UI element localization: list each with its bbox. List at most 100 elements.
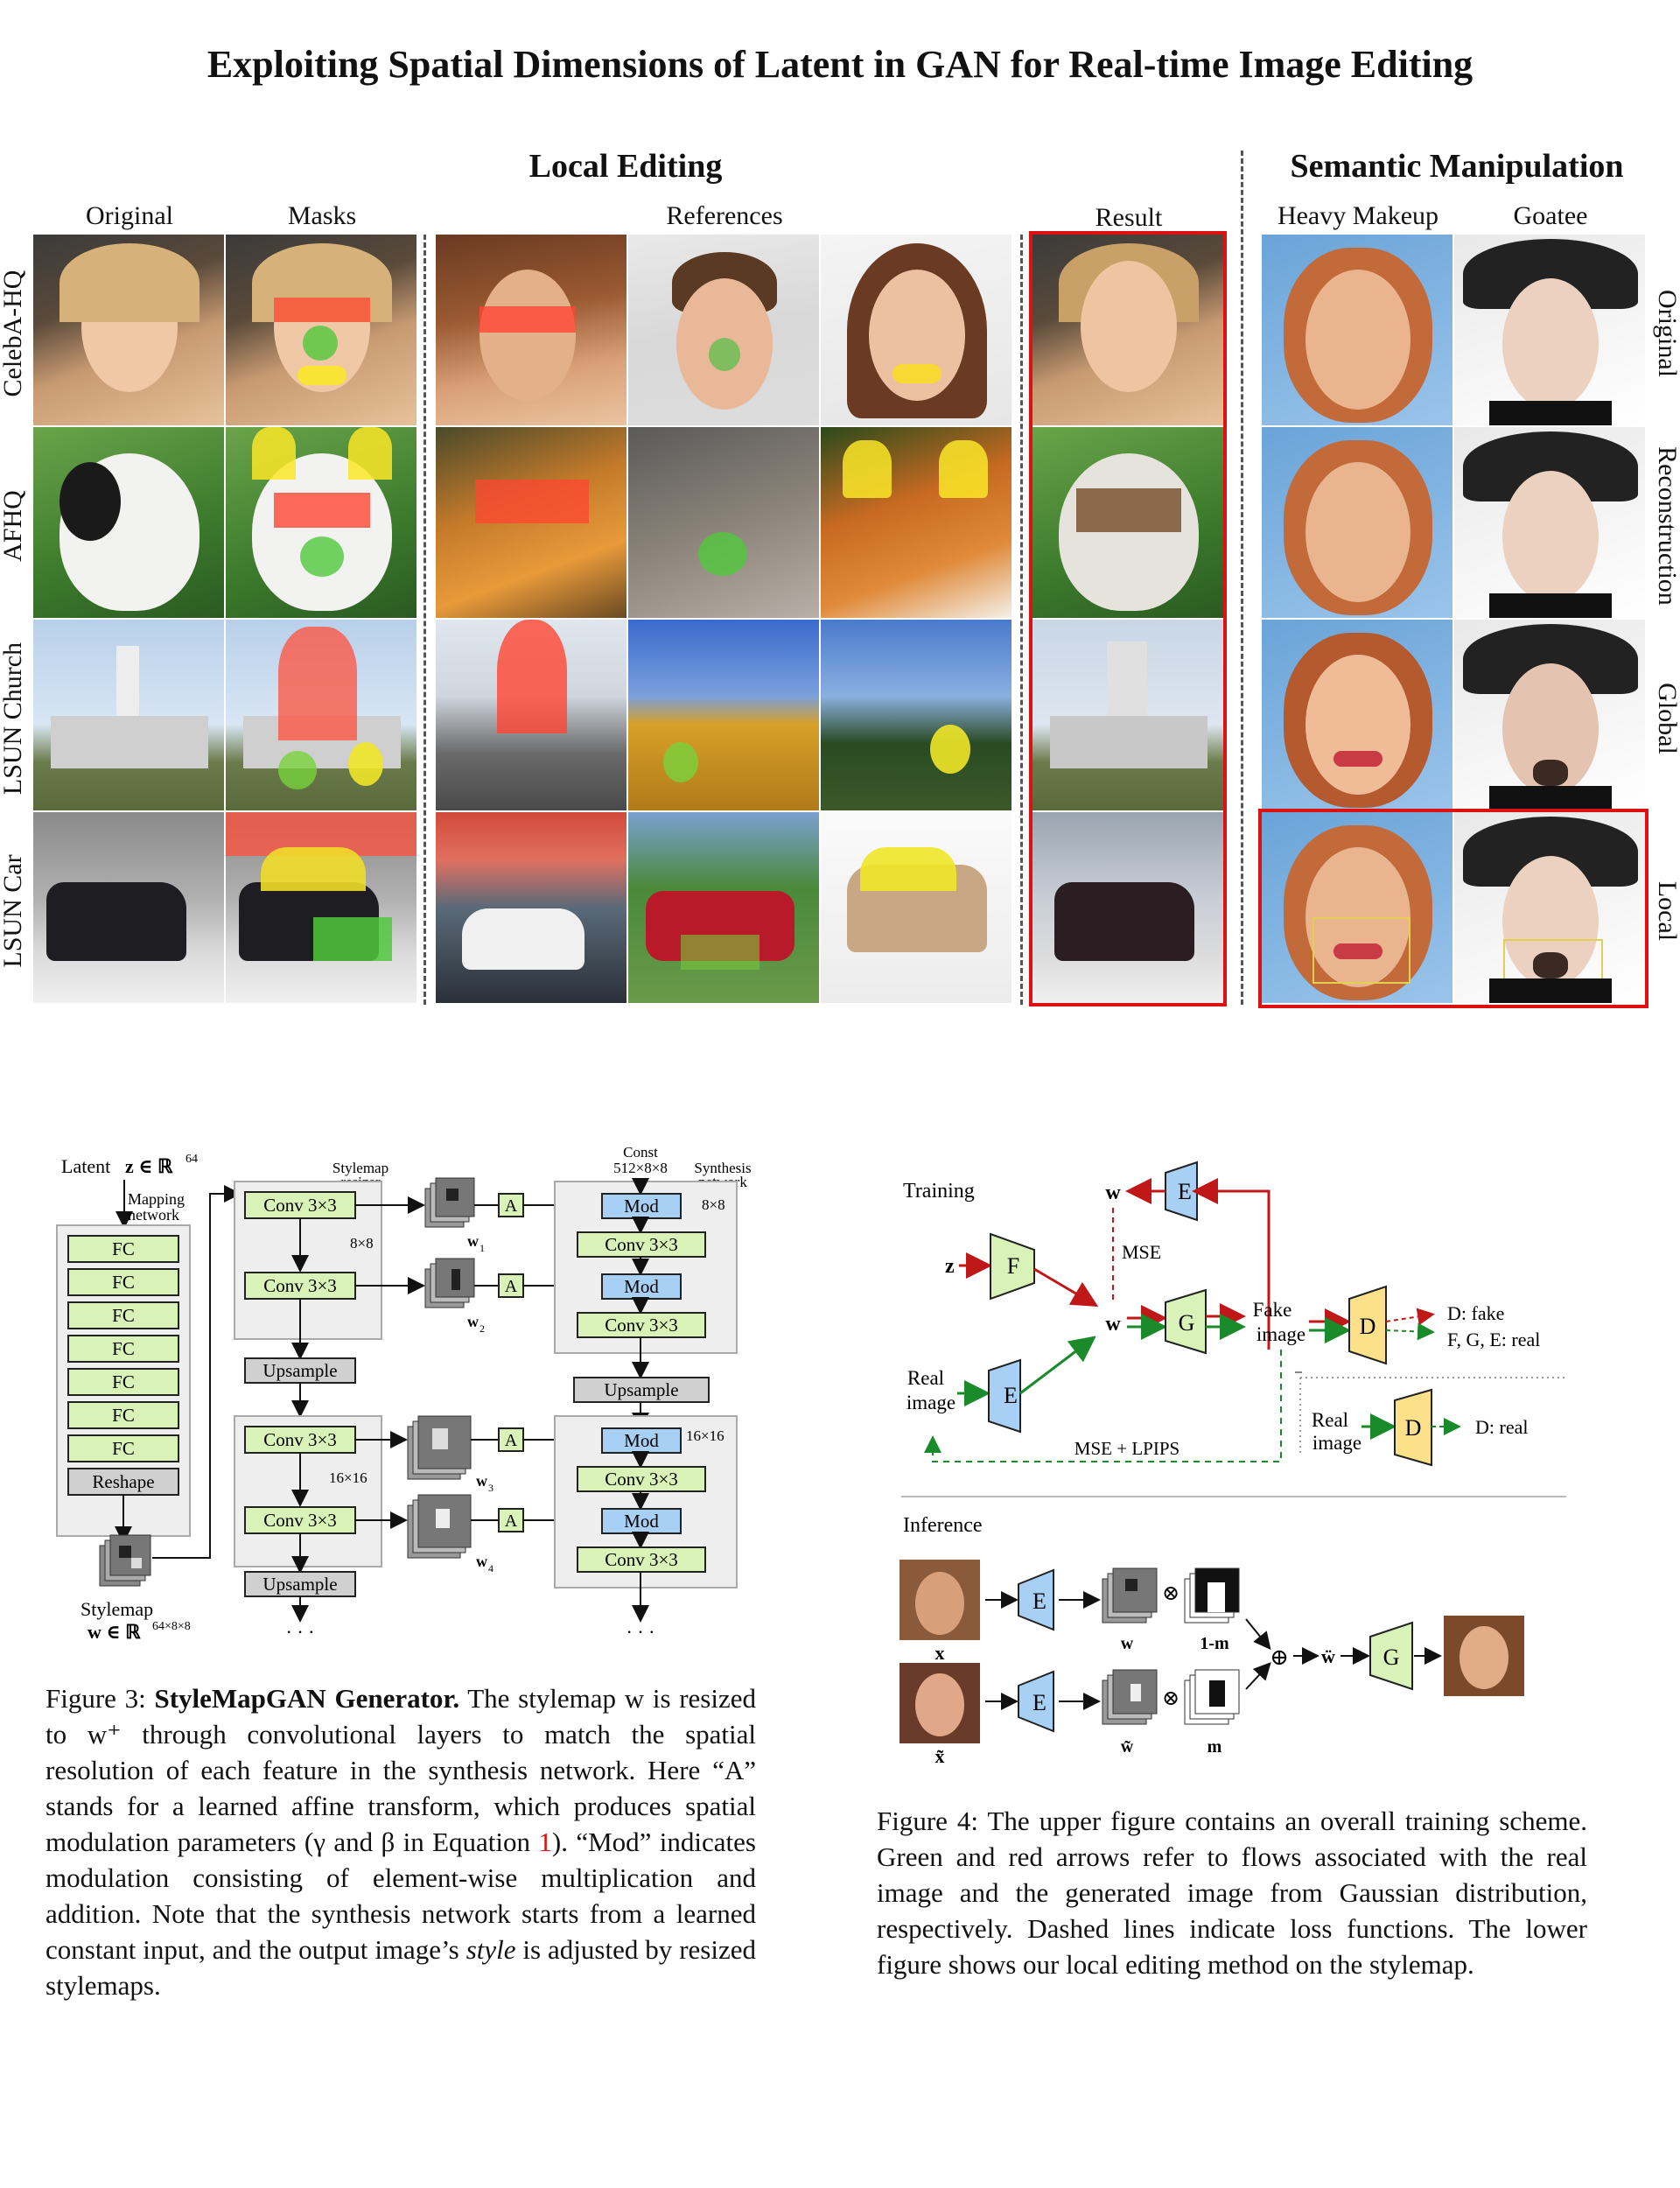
right-label-reconstruction: Reconstruction	[1653, 446, 1680, 606]
a-box-2: A	[505, 1277, 518, 1296]
reshape-label: Reshape	[92, 1471, 154, 1492]
d-real-label: D: real	[1475, 1416, 1528, 1438]
equation-ref-link[interactable]: 1	[538, 1827, 552, 1857]
encoder-bottom-label: E	[1004, 1383, 1018, 1408]
synth-conv-3: Conv 3×3	[605, 1469, 678, 1490]
w-mid-label: w	[1105, 1313, 1121, 1336]
w-plus-2-sub: 2	[480, 1322, 485, 1335]
w1-feature-icon	[424, 1177, 475, 1228]
mod-3: Mod	[624, 1430, 659, 1451]
synth-conv-2: Conv 3×3	[605, 1315, 678, 1336]
w-ddot-label: ẅ	[1321, 1645, 1335, 1667]
separator-references-result	[1020, 235, 1023, 1005]
mapping-label-2: network	[128, 1206, 179, 1224]
discriminator-real-block	[1394, 1388, 1432, 1467]
image-goatee-reconstruction	[1454, 427, 1645, 618]
mask-m-icon	[1184, 1669, 1240, 1725]
training-label: Training	[903, 1180, 975, 1203]
separator-masks-references	[424, 235, 426, 1005]
resizer-label-1: Stylemap	[332, 1160, 388, 1176]
local-highlight-box	[1258, 809, 1648, 1008]
generator-g-block	[1165, 1288, 1207, 1355]
const-label-1: Const	[623, 1144, 658, 1161]
a-box-1: A	[505, 1196, 518, 1216]
w2-feature-icon	[424, 1258, 475, 1308]
encoder-bottom-block	[988, 1358, 1021, 1434]
fc-1: FC	[112, 1238, 135, 1259]
encoder-top-label: E	[1178, 1179, 1192, 1204]
image-celeba-ref-3	[821, 235, 1012, 425]
image-church-original	[33, 620, 224, 810]
synth-conv-4: Conv 3×3	[605, 1549, 678, 1570]
discriminator-block	[1348, 1285, 1387, 1365]
synth-conv-1: Conv 3×3	[605, 1234, 678, 1255]
w-plus-1-sub: 1	[480, 1242, 485, 1254]
image-makeup-reconstruction	[1262, 427, 1452, 618]
mapping-f-label: F	[1007, 1253, 1019, 1279]
real-image-label-1: Real	[907, 1367, 944, 1389]
inference-encoder-2-label: E	[1032, 1690, 1046, 1715]
resizer-conv-3: Conv 3×3	[263, 1429, 337, 1450]
w-top-label: w	[1105, 1182, 1121, 1204]
fc-4: FC	[112, 1338, 135, 1359]
fge-real-label: F, G, E: real	[1447, 1329, 1540, 1350]
mapping-f-block	[990, 1232, 1035, 1301]
w-inf-label: w	[1121, 1634, 1134, 1653]
oplus-symbol: ⊕	[1270, 1645, 1289, 1670]
figure3-caption-italic: style	[466, 1934, 516, 1965]
latent-sup: 64	[186, 1153, 198, 1166]
training-inference-diagram: Training E w MSE z F w G Fake image D D:…	[900, 1161, 1566, 1767]
image-afhq-ref-3	[821, 427, 1012, 618]
col-label-masks: Masks	[287, 201, 357, 230]
image-goatee-local	[1454, 812, 1645, 1003]
z-label: z	[945, 1255, 955, 1278]
image-goatee-original	[1454, 235, 1645, 425]
fc-layers	[67, 1235, 179, 1496]
image-car-ref-3	[821, 812, 1012, 1003]
inference-label: Inference	[903, 1514, 983, 1537]
res-8-right: 8×8	[702, 1196, 725, 1213]
synth-upsample-1: Upsample	[604, 1379, 678, 1400]
mod-2: Mod	[624, 1276, 659, 1297]
image-church-ref-3	[821, 620, 1012, 810]
resizer-upsample-2: Upsample	[262, 1574, 337, 1595]
image-makeup-global	[1262, 620, 1452, 810]
fc-5: FC	[112, 1371, 135, 1392]
image-celeba-ref-2	[628, 235, 819, 425]
w3-feature-icon	[407, 1415, 472, 1480]
image-church-ref-2	[628, 620, 819, 810]
inference-generator-label: G	[1383, 1645, 1400, 1670]
resizer-upsample-1: Upsample	[262, 1360, 337, 1381]
w-tilde-label: w̃	[1121, 1737, 1134, 1757]
image-celeba-result	[1032, 235, 1223, 425]
image-celeba-original	[33, 235, 224, 425]
figure3-caption-bold: StyleMapGAN Generator.	[154, 1683, 460, 1714]
separator-semantic	[1241, 151, 1243, 1005]
local-editing-title: Local Editing	[528, 148, 723, 185]
otimes-2: ⊗	[1162, 1687, 1180, 1710]
mod-4: Mod	[624, 1511, 659, 1532]
image-celeba-ref-1	[436, 235, 626, 425]
result-highlight-box	[1029, 231, 1227, 1006]
image-afhq-masks	[226, 427, 416, 618]
res-16-right: 16×16	[686, 1427, 724, 1444]
mod-1: Mod	[624, 1196, 659, 1217]
col-label-goatee: Goatee	[1513, 201, 1588, 230]
fc-6: FC	[112, 1405, 135, 1426]
row-label-lsun-car: LSUN Car	[0, 854, 27, 968]
image-church-ref-1	[436, 620, 626, 810]
fc-2: FC	[112, 1272, 135, 1293]
row-label-lsun-church: LSUN Church	[0, 642, 27, 796]
mse-lpips-label: MSE + LPIPS	[1074, 1438, 1180, 1459]
w-plus-2: w	[467, 1313, 479, 1330]
fc-7: FC	[112, 1438, 135, 1459]
stylemap-cube-icon	[99, 1534, 151, 1587]
resizer-conv-4: Conv 3×3	[263, 1510, 337, 1531]
right-label-local: Local	[1653, 880, 1680, 942]
latent-label: Latent	[61, 1155, 110, 1177]
discriminator-real-label: D	[1405, 1415, 1422, 1441]
fake-image-label-2: image	[1256, 1323, 1306, 1345]
image-car-result	[1032, 812, 1223, 1003]
image-afhq-ref-2	[628, 427, 819, 618]
image-makeup-original	[1262, 235, 1452, 425]
